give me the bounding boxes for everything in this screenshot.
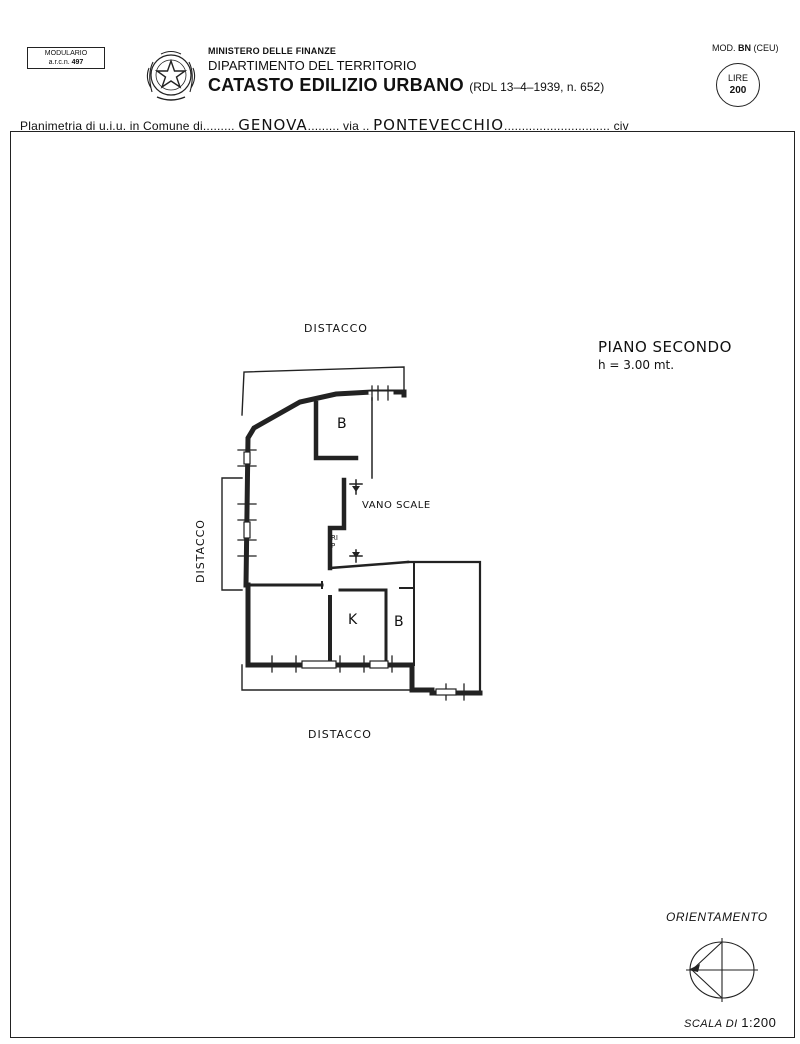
law-reference: (RDL 13–4–1939, n. 652) bbox=[469, 80, 605, 94]
catasto-title: CATASTO EDILIZIO URBANO (RDL 13–4–1939, … bbox=[208, 75, 605, 95]
comune-value: GENOVA bbox=[238, 116, 308, 134]
distacco-bottom-label: DISTACCO bbox=[308, 728, 372, 741]
rip-label: RIP bbox=[331, 534, 338, 550]
lire-label: LIRE bbox=[727, 73, 748, 83]
modulario-code: a.r.c.n. 497 bbox=[48, 59, 84, 66]
modulario-label: MODULARIO bbox=[44, 50, 88, 57]
via-label: via bbox=[343, 119, 359, 133]
mod-code: MOD. BN (CEU) bbox=[712, 43, 779, 53]
civico-label: civ bbox=[613, 119, 629, 133]
distacco-left-label: DISTACCO bbox=[194, 519, 207, 583]
via-value: PONTEVECCHIO bbox=[373, 116, 505, 134]
floor-height: h = 3.00 mt. bbox=[598, 358, 675, 372]
drawing-frame bbox=[10, 131, 795, 1038]
lire-value: 200 bbox=[729, 85, 747, 96]
plan-line-prefix: Planimetria di u.i.u. in Comune di bbox=[20, 119, 203, 133]
ministry-name: MINISTERO DELLE FINANZE bbox=[208, 46, 337, 56]
department-name: DIPARTIMENTO DEL TERRITORIO bbox=[208, 58, 417, 73]
scale-label: SCALA DI 1:200 bbox=[684, 1015, 777, 1030]
room-kitchen: K bbox=[348, 612, 358, 628]
plan-line: Planimetria di u.i.u. in Comune di......… bbox=[20, 116, 629, 134]
stairs-label: VANO SCALE bbox=[362, 500, 431, 511]
room-bath-top: B bbox=[337, 416, 347, 432]
emblem-icon bbox=[146, 51, 196, 101]
compass-icon bbox=[686, 938, 758, 1002]
scale-value: 1:200 bbox=[741, 1015, 777, 1030]
orientamento-label: ORIENTAMENTO bbox=[666, 910, 768, 924]
room-bath-bottom: B bbox=[394, 614, 404, 630]
modulario-box: MODULARIO a.r.c.n. 497 bbox=[27, 47, 105, 69]
lire-stamp: LIRE 200 bbox=[716, 63, 760, 107]
floor-label: PIANO SECONDO bbox=[598, 338, 732, 356]
distacco-top-label: DISTACCO bbox=[304, 322, 368, 335]
